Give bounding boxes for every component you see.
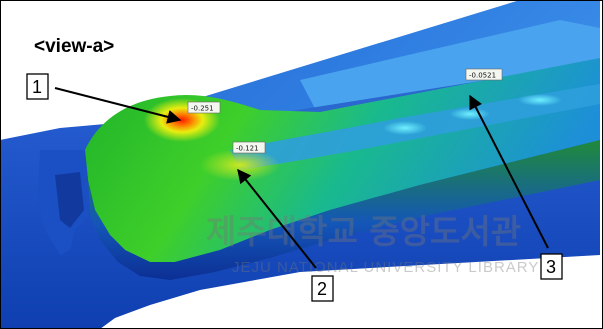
callout-box-1: 1 [26, 73, 49, 100]
arrow-callout-2 [237, 168, 317, 269]
callout-box-2: 2 [311, 275, 334, 302]
svg-text:-0.121: -0.121 [236, 145, 259, 153]
view-title: <view-a> [34, 36, 114, 57]
value-tag-1: -0.251 [187, 101, 221, 114]
svg-text:-0.251: -0.251 [191, 105, 214, 113]
value-tag-2: -0.121 [232, 141, 266, 154]
warm-region [200, 149, 280, 181]
arrow-callout-3 [469, 94, 549, 249]
left-notch-inner [55, 172, 84, 228]
callout-box-3: 3 [540, 253, 563, 280]
value-tag-3: -0.0521 [465, 68, 503, 81]
svg-text:2: 2 [317, 279, 327, 299]
svg-text:-0.0521: -0.0521 [469, 72, 496, 80]
cyan-patch-1 [383, 121, 427, 135]
arrow-callout-1 [54, 87, 182, 124]
svg-text:1: 1 [32, 77, 42, 97]
cyan-patch-3 [518, 94, 562, 106]
cyan-patch-2 [450, 108, 490, 120]
rail-top-strip [300, 20, 600, 118]
watermark-english: JEJU NATIONAL UNIVERSITY LIBRARY [232, 259, 539, 276]
body-front-face [88, 140, 600, 280]
svg-text:3: 3 [546, 257, 556, 277]
watermark-korean: 제주대학교 중앙도서관 [206, 212, 521, 251]
